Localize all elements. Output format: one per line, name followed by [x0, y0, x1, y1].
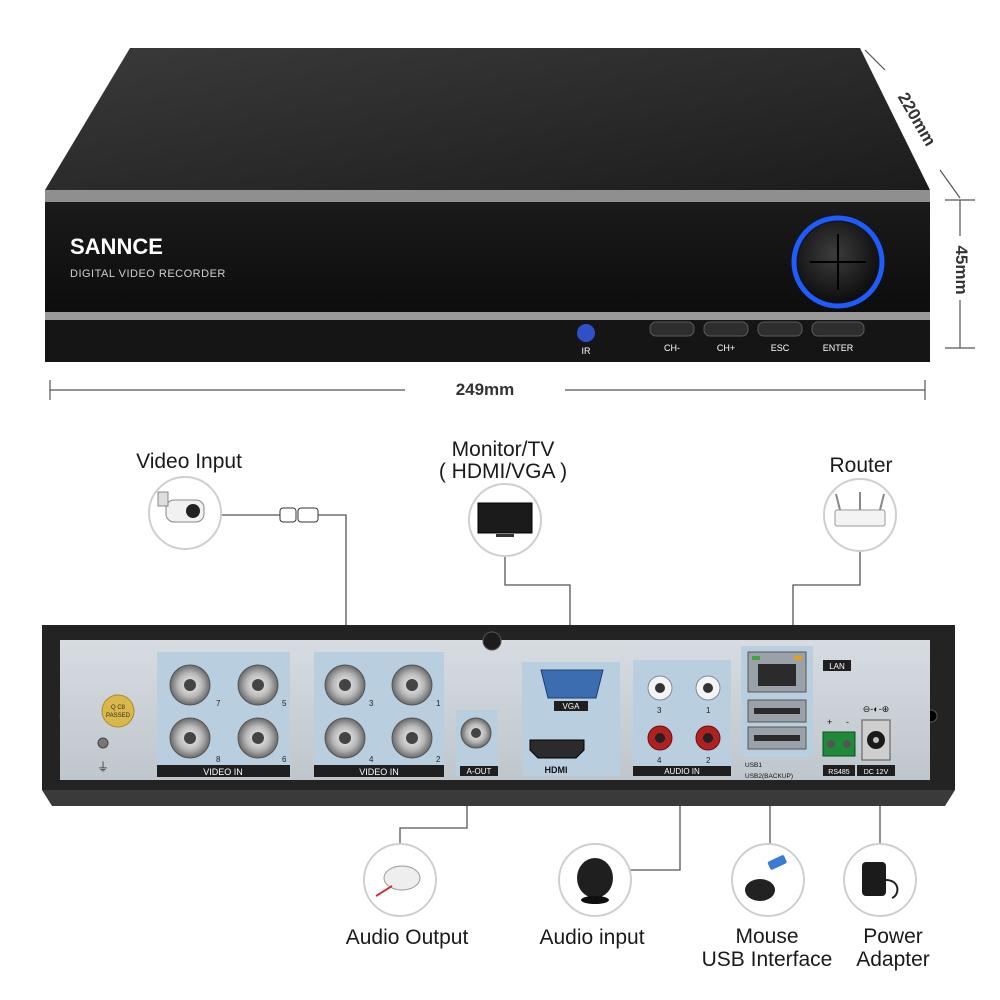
video-in-label-2: VIDEO IN [359, 767, 399, 777]
rs485-label: RS485 [828, 769, 850, 776]
dvr-lower-strip [45, 312, 930, 320]
router-label: Router [829, 454, 892, 477]
depth-line-bottom [939, 169, 961, 199]
enter-label: ENTER [823, 343, 854, 353]
video-in-label-bar-2 [314, 765, 444, 777]
audio-in-label-bar [633, 766, 731, 776]
ir-sensor [577, 324, 595, 342]
video-in-label-bar-1 [157, 765, 290, 777]
front-subtitle: DIGITAL VIDEO RECORDER [70, 268, 226, 280]
brand-logo: SANNCE [70, 234, 163, 259]
bnc-number-6: 6 [282, 755, 287, 764]
rs485-minus: - [846, 717, 849, 727]
router-line [792, 550, 861, 662]
video-in-label-1: VIDEO IN [203, 767, 243, 777]
usb2-label: USB2(BACKUP) [745, 773, 793, 780]
lan-label: LAN [829, 662, 845, 671]
callout-labels: Video Input Monitor/TV ( HDMI/VGA ) Rout… [136, 438, 930, 971]
width-label: 249mm [456, 380, 515, 399]
qc-badge-line2: PASSED [106, 713, 131, 719]
dimension-annotations [49, 49, 975, 400]
power-adapter-icon [843, 843, 917, 917]
audio-output-label: Audio Output [346, 926, 469, 949]
power-label-line1: Power [863, 925, 923, 948]
video-input-label: Video Input [136, 450, 242, 473]
dvr-back-view: Q C8 PASSED ⏚ VIDEO IN VIDEO IN [42, 625, 955, 806]
audio-input-icon [558, 843, 632, 917]
dvr-front-view: SANNCE DIGITAL VIDEO RECORDER IR CH- CH+… [45, 48, 930, 362]
qc-badge-line1: Q C8 [111, 705, 126, 711]
height-label: 45mm [952, 245, 971, 294]
monitor-label-line2: ( HDMI/VGA ) [439, 460, 567, 483]
usb1-label: USB1 [745, 762, 762, 769]
mouse-label-line2: USB Interface [702, 948, 833, 971]
bnc-number-8: 8 [216, 755, 221, 764]
dc-label-bar [857, 765, 895, 776]
ground-screw-icon [97, 737, 109, 749]
monitor-icon [468, 483, 542, 557]
back-chassis-bottom [42, 790, 955, 806]
front-buttons: CH- CH+ ESC ENTER [649, 321, 865, 353]
ground-icon: ⏚ [97, 760, 109, 774]
router-icon [823, 478, 897, 552]
dvr-front-face [45, 202, 930, 312]
audio-number-1: 1 [706, 706, 711, 715]
bnc-number-2: 2 [436, 755, 441, 764]
top-screw-icon [482, 631, 502, 651]
bnc-number-5: 5 [282, 699, 287, 708]
ch-minus-label: CH- [664, 343, 680, 353]
camera-icon [148, 476, 222, 550]
vga-label: VGA [563, 702, 581, 711]
lan-label-bar [823, 660, 851, 671]
rs485-plus: + [827, 717, 832, 727]
audio-in-label: AUDIO IN [664, 767, 700, 776]
hdmi-port[interactable] [529, 739, 585, 759]
video-input-line [318, 514, 347, 665]
dvr-top-edge [45, 190, 930, 202]
bnc-number-4: 4 [369, 755, 374, 764]
qc-badge: Q C8 PASSED [101, 694, 135, 728]
mouse-label-line1: Mouse [735, 925, 798, 948]
dc-label: DC 12V [864, 769, 889, 776]
dvr-top-face [45, 48, 930, 190]
enter-button[interactable] [811, 321, 865, 337]
audio-number-3: 3 [657, 706, 662, 715]
esc-label: ESC [771, 343, 790, 353]
audio-output-icon [363, 843, 437, 917]
vga-port[interactable] [540, 669, 604, 699]
audio-number-2: 2 [706, 756, 711, 765]
bnc-ports [169, 664, 433, 759]
rs485-label-bar [823, 765, 855, 776]
navigation-knob[interactable] [791, 215, 885, 309]
bnc-port-numbers: 7 5 8 6 3 1 4 2 [216, 699, 441, 764]
bnc-number-7: 7 [216, 699, 221, 708]
audio-in-numbers: 3 1 4 2 [657, 706, 711, 765]
audio-number-4: 4 [657, 756, 662, 765]
mouse-icon [731, 843, 805, 917]
bnc-coupler-icon [279, 507, 319, 523]
audio-input-label: Audio input [539, 926, 644, 949]
polarity-icon: ⊖-◐-⊕ [863, 704, 890, 714]
vga-label-bar [554, 701, 588, 711]
ch-plus-button[interactable] [703, 321, 749, 337]
power-label-line2: Adapter [856, 948, 930, 971]
esc-button[interactable] [757, 321, 803, 337]
ch-plus-label: CH+ [717, 343, 735, 353]
audio-in-group [633, 660, 731, 776]
dc-power-port[interactable] [861, 719, 891, 761]
hdmi-label: HDMI [545, 765, 568, 775]
aout-label-bar [460, 766, 498, 776]
monitor-label-line1: Monitor/TV [452, 438, 555, 461]
aout-label: A-OUT [467, 767, 492, 776]
depth-line-top [864, 49, 886, 71]
bnc-number-1: 1 [436, 699, 441, 708]
ir-label: IR [582, 346, 592, 356]
bnc-number-3: 3 [369, 699, 374, 708]
ch-minus-button[interactable] [649, 321, 695, 337]
